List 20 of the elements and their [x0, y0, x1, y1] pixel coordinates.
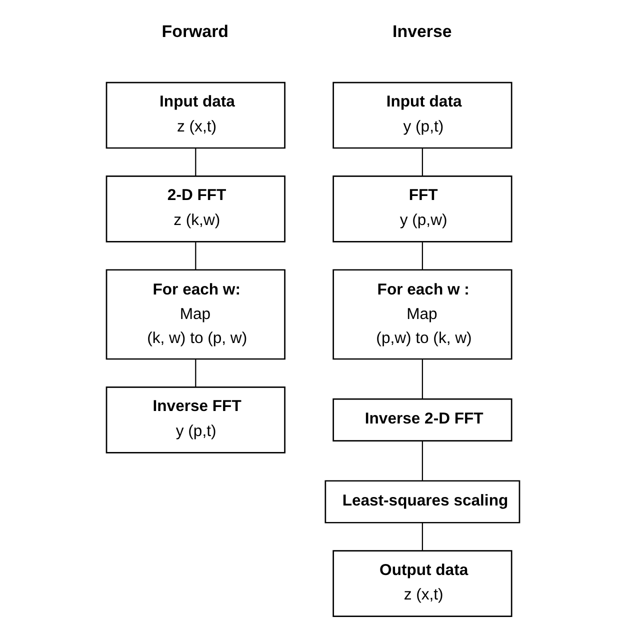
connector	[422, 358, 424, 398]
node-box: Input data z (x,t)	[106, 81, 286, 148]
connector	[422, 522, 424, 550]
node-box: Inverse FFT y (p,t)	[106, 386, 286, 453]
node-box: Least-squares scaling	[324, 480, 520, 523]
label: Forward	[162, 21, 229, 40]
node-box: Inverse 2-D FFT	[332, 398, 512, 441]
label: Inverse	[392, 21, 452, 40]
node-box: Input data y (p,t)	[332, 81, 512, 148]
connector	[195, 148, 196, 176]
node-box: For each w : Map (p,w) to (k, w)	[332, 268, 512, 360]
connector	[195, 358, 196, 386]
node-box: Output data z (x,t)	[332, 550, 512, 616]
connector	[422, 242, 424, 270]
node-box: For each w: Map (k, w) to (p, w)	[106, 268, 286, 360]
node-box: FFT y (p,w)	[332, 175, 512, 242]
connector	[195, 242, 196, 270]
node-box: 2-D FFT z (k,w)	[106, 175, 286, 242]
connector	[422, 148, 424, 176]
connector	[422, 440, 424, 480]
